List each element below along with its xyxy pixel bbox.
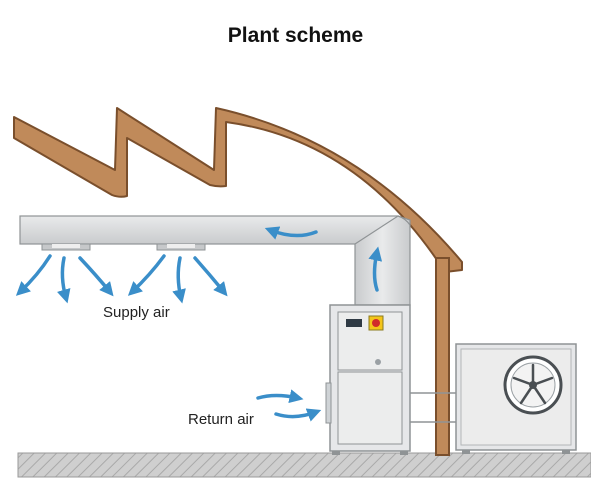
display-panel-icon <box>346 319 362 327</box>
return-air-label: Return air <box>188 411 254 428</box>
indoor-unit <box>325 304 411 455</box>
airflow-arrow-icon <box>15 226 383 422</box>
outdoor-unit <box>455 343 577 454</box>
riser-duct <box>354 215 411 306</box>
roof <box>13 107 463 456</box>
diagram-title: Plant scheme <box>227 24 364 47</box>
emergency-switch-icon <box>368 315 384 331</box>
ceiling-diffuser <box>156 243 206 251</box>
floor <box>17 452 591 478</box>
ceiling-diffuser <box>41 243 91 251</box>
refrigerant-pipes <box>410 392 456 423</box>
fan-icon <box>503 355 563 415</box>
supply-duct <box>19 215 399 245</box>
supply-air-label: Supply air <box>103 304 170 321</box>
